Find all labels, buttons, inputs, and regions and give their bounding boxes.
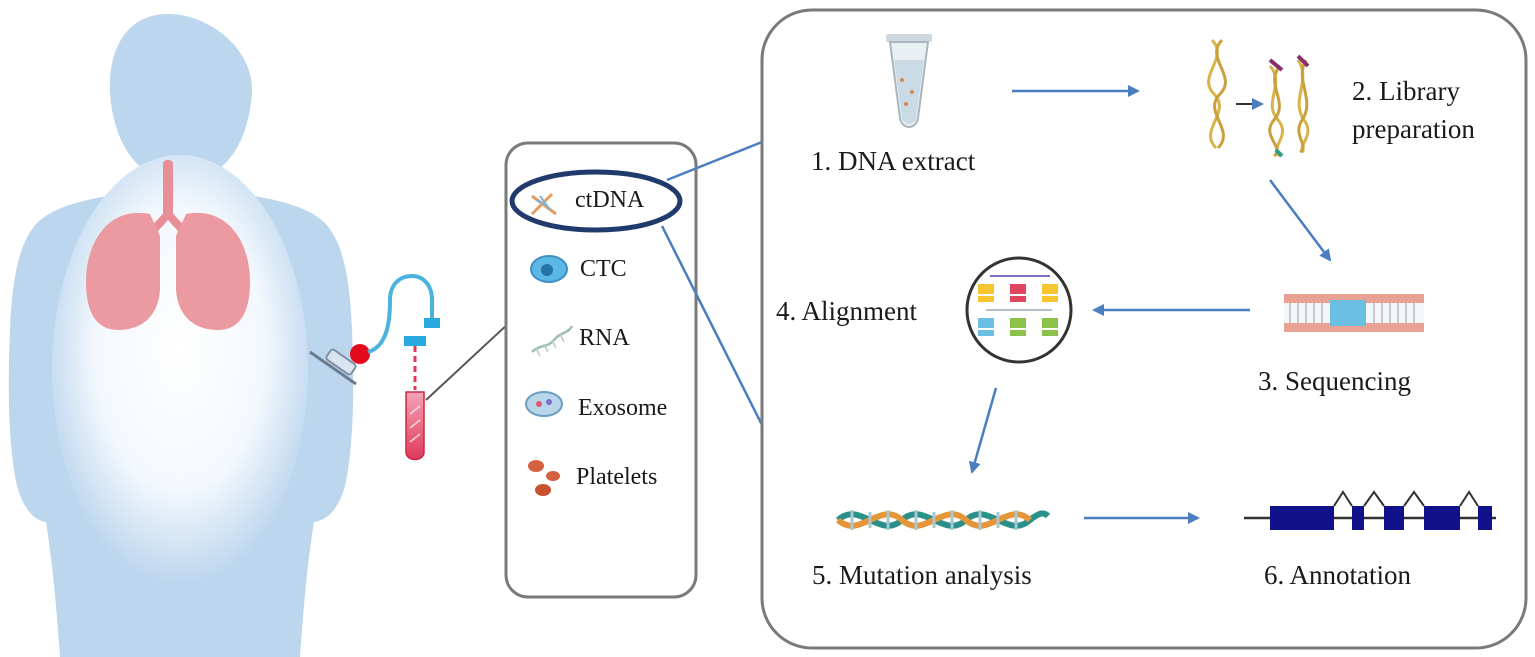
exosome-icon xyxy=(525,391,563,417)
blood-tube-icon xyxy=(404,336,426,461)
rna-strand-icon xyxy=(531,325,574,357)
human-body-icon xyxy=(8,14,354,657)
label-platelets: Platelets xyxy=(576,464,658,490)
zoom-line-bottom xyxy=(660,225,764,426)
cell-icon xyxy=(530,255,568,283)
connector-line xyxy=(425,321,511,401)
label-exosome: Exosome xyxy=(578,395,668,421)
eppendorf-tube-icon xyxy=(886,34,932,128)
label-ctc: CTC xyxy=(580,256,627,282)
gene-structure-icon xyxy=(1244,490,1496,530)
platelet-icon xyxy=(528,460,560,496)
arrow-library-to-sequencing xyxy=(1269,179,1332,262)
arrow-alignment-to-mutation xyxy=(968,387,998,474)
dna-fragments-icon xyxy=(1207,38,1310,158)
label-annotation: 6. Annotation xyxy=(1264,560,1411,590)
label-dna-extract: 1. DNA extract xyxy=(811,146,976,176)
label-sequencing: 3. Sequencing xyxy=(1258,366,1411,396)
label-library-line2: preparation xyxy=(1352,114,1475,144)
label-ctdna: ctDNA xyxy=(575,187,645,213)
label-library-line1: 2. Library xyxy=(1352,76,1460,106)
alignment-grid-icon xyxy=(965,256,1073,364)
workflow-panel xyxy=(760,8,1528,650)
workflow-arrows xyxy=(968,85,1332,524)
sequencing-strand-icon xyxy=(1284,294,1424,332)
label-mutation-analysis: 5. Mutation analysis xyxy=(812,560,1032,590)
mutation-helix-icon xyxy=(835,510,1051,530)
syringe-icon xyxy=(309,273,440,386)
label-alignment: 4. Alignment xyxy=(776,296,917,326)
zoom-line-top xyxy=(666,140,763,182)
label-rna: RNA xyxy=(579,325,630,351)
lungs-icon xyxy=(86,160,250,330)
dna-helix-icon xyxy=(530,192,557,216)
ctdna-highlight-ellipse xyxy=(509,169,683,233)
